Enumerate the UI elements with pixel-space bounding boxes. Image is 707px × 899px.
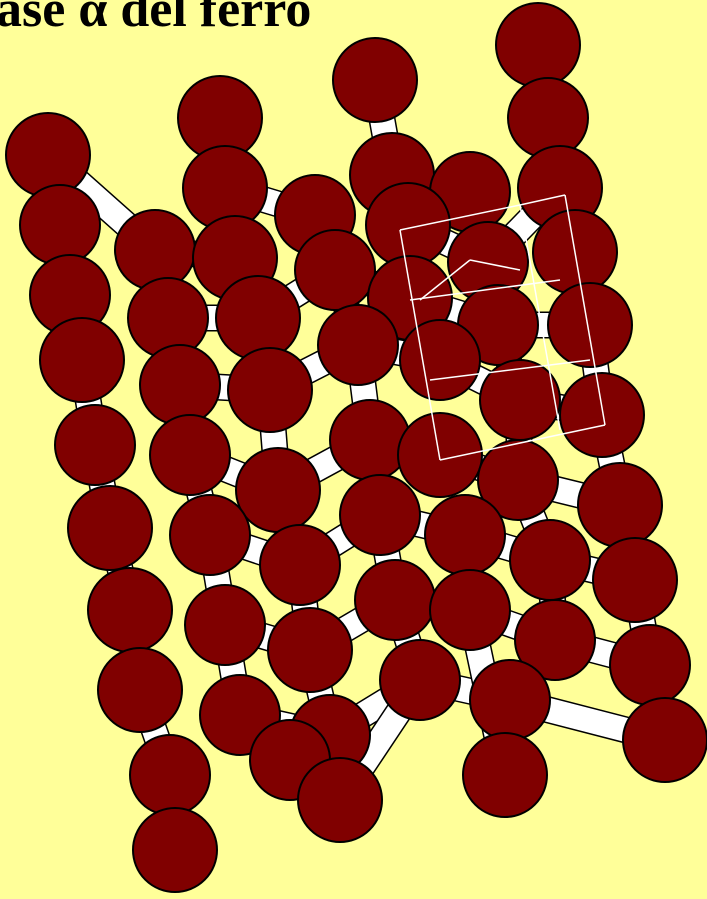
atom bbox=[425, 495, 505, 575]
atom bbox=[593, 538, 677, 622]
atom bbox=[295, 230, 375, 310]
atom bbox=[260, 525, 340, 605]
atom bbox=[268, 608, 352, 692]
atom bbox=[298, 758, 382, 842]
atom bbox=[496, 3, 580, 87]
atom bbox=[623, 698, 707, 782]
atom bbox=[578, 463, 662, 547]
atom bbox=[398, 413, 482, 497]
atom bbox=[150, 415, 230, 495]
atom bbox=[20, 185, 100, 265]
atom bbox=[366, 183, 450, 267]
atom bbox=[170, 495, 250, 575]
atom bbox=[130, 735, 210, 815]
atoms-layer bbox=[6, 3, 707, 892]
atom bbox=[133, 808, 217, 892]
atom bbox=[560, 373, 644, 457]
atom bbox=[610, 625, 690, 705]
atom bbox=[6, 113, 90, 197]
atom bbox=[333, 38, 417, 122]
atom bbox=[228, 348, 312, 432]
atom bbox=[330, 400, 410, 480]
atom bbox=[55, 405, 135, 485]
atom bbox=[463, 733, 547, 817]
atom bbox=[40, 318, 124, 402]
atom bbox=[236, 448, 320, 532]
atom bbox=[185, 585, 265, 665]
atom bbox=[340, 475, 420, 555]
atom bbox=[68, 486, 152, 570]
atom bbox=[318, 305, 398, 385]
atom bbox=[140, 345, 220, 425]
atom bbox=[380, 640, 460, 720]
atom bbox=[508, 78, 588, 158]
atom bbox=[98, 648, 182, 732]
atom bbox=[216, 276, 300, 360]
atom bbox=[400, 320, 480, 400]
atom bbox=[548, 283, 632, 367]
atom bbox=[88, 568, 172, 652]
atom bbox=[115, 210, 195, 290]
atom bbox=[470, 660, 550, 740]
atom bbox=[355, 560, 435, 640]
atom bbox=[430, 570, 510, 650]
atom bbox=[510, 520, 590, 600]
